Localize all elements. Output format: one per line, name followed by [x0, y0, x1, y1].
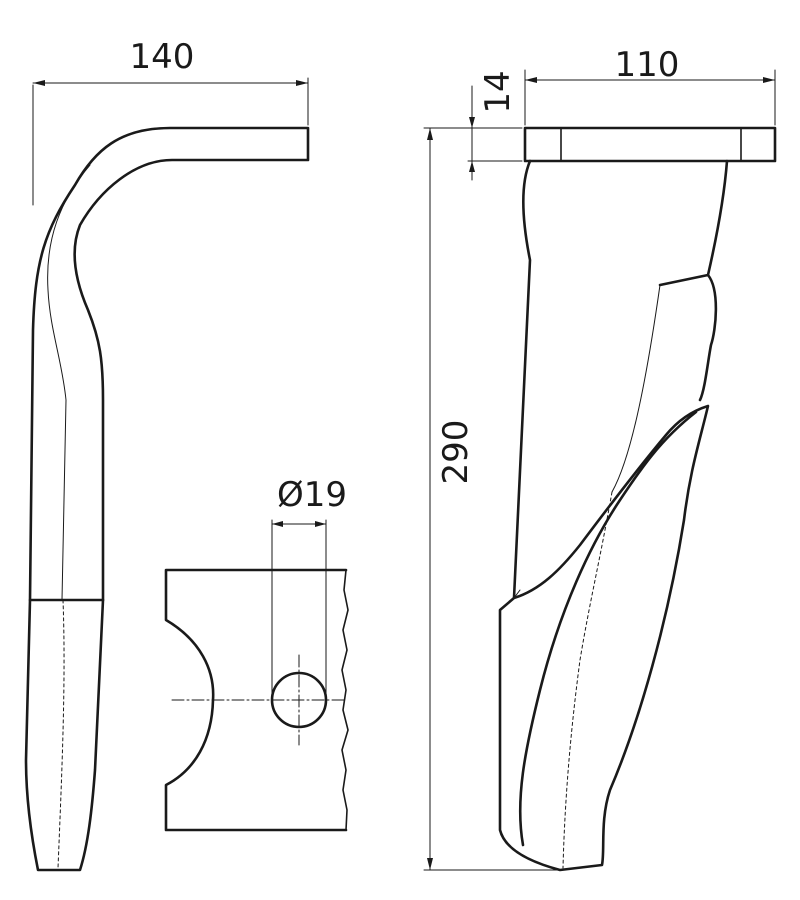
hole-detail: Ø19: [164, 475, 349, 832]
side-view-sleeve: [24, 598, 105, 872]
front-view-upper-twist-edge: [611, 284, 661, 493]
front-view-hidden-line: [562, 491, 613, 869]
dim-14-arrow-top: [469, 117, 475, 128]
dim-dia-arrow-right: [315, 521, 326, 527]
front-view-upper-twist: [658, 273, 718, 402]
side-view-inner-line: [47, 164, 91, 601]
side-view: 140: [24, 37, 310, 872]
front-view-blade-inner: [518, 410, 698, 847]
dim-290-arrow-bottom: [427, 858, 433, 870]
front-view-shank: [512, 159, 729, 600]
dim-14-label: 14: [478, 70, 518, 113]
front-view-blade: [498, 404, 710, 872]
dim-110-arrow-left: [525, 77, 537, 83]
side-view-outline: [28, 126, 310, 602]
dim-290-arrow-top: [427, 128, 433, 140]
dim-140-label: 140: [130, 37, 195, 77]
front-view: 110 14 290: [423, 45, 777, 872]
dim-140-arrow-left: [33, 80, 45, 86]
front-view-blade-edge: [513, 589, 521, 599]
front-view-flange: [523, 126, 777, 163]
dim-110-label: 110: [615, 45, 680, 85]
dim-dia-arrow-left: [272, 521, 283, 527]
dim-dia-label: Ø19: [277, 475, 347, 515]
side-view-hidden-line: [57, 599, 65, 869]
dim-110-arrow-right: [763, 77, 775, 83]
dim-140-arrow-right: [296, 80, 308, 86]
dim-14-arrow-bottom: [469, 161, 475, 172]
dim-290-label: 290: [436, 420, 476, 485]
